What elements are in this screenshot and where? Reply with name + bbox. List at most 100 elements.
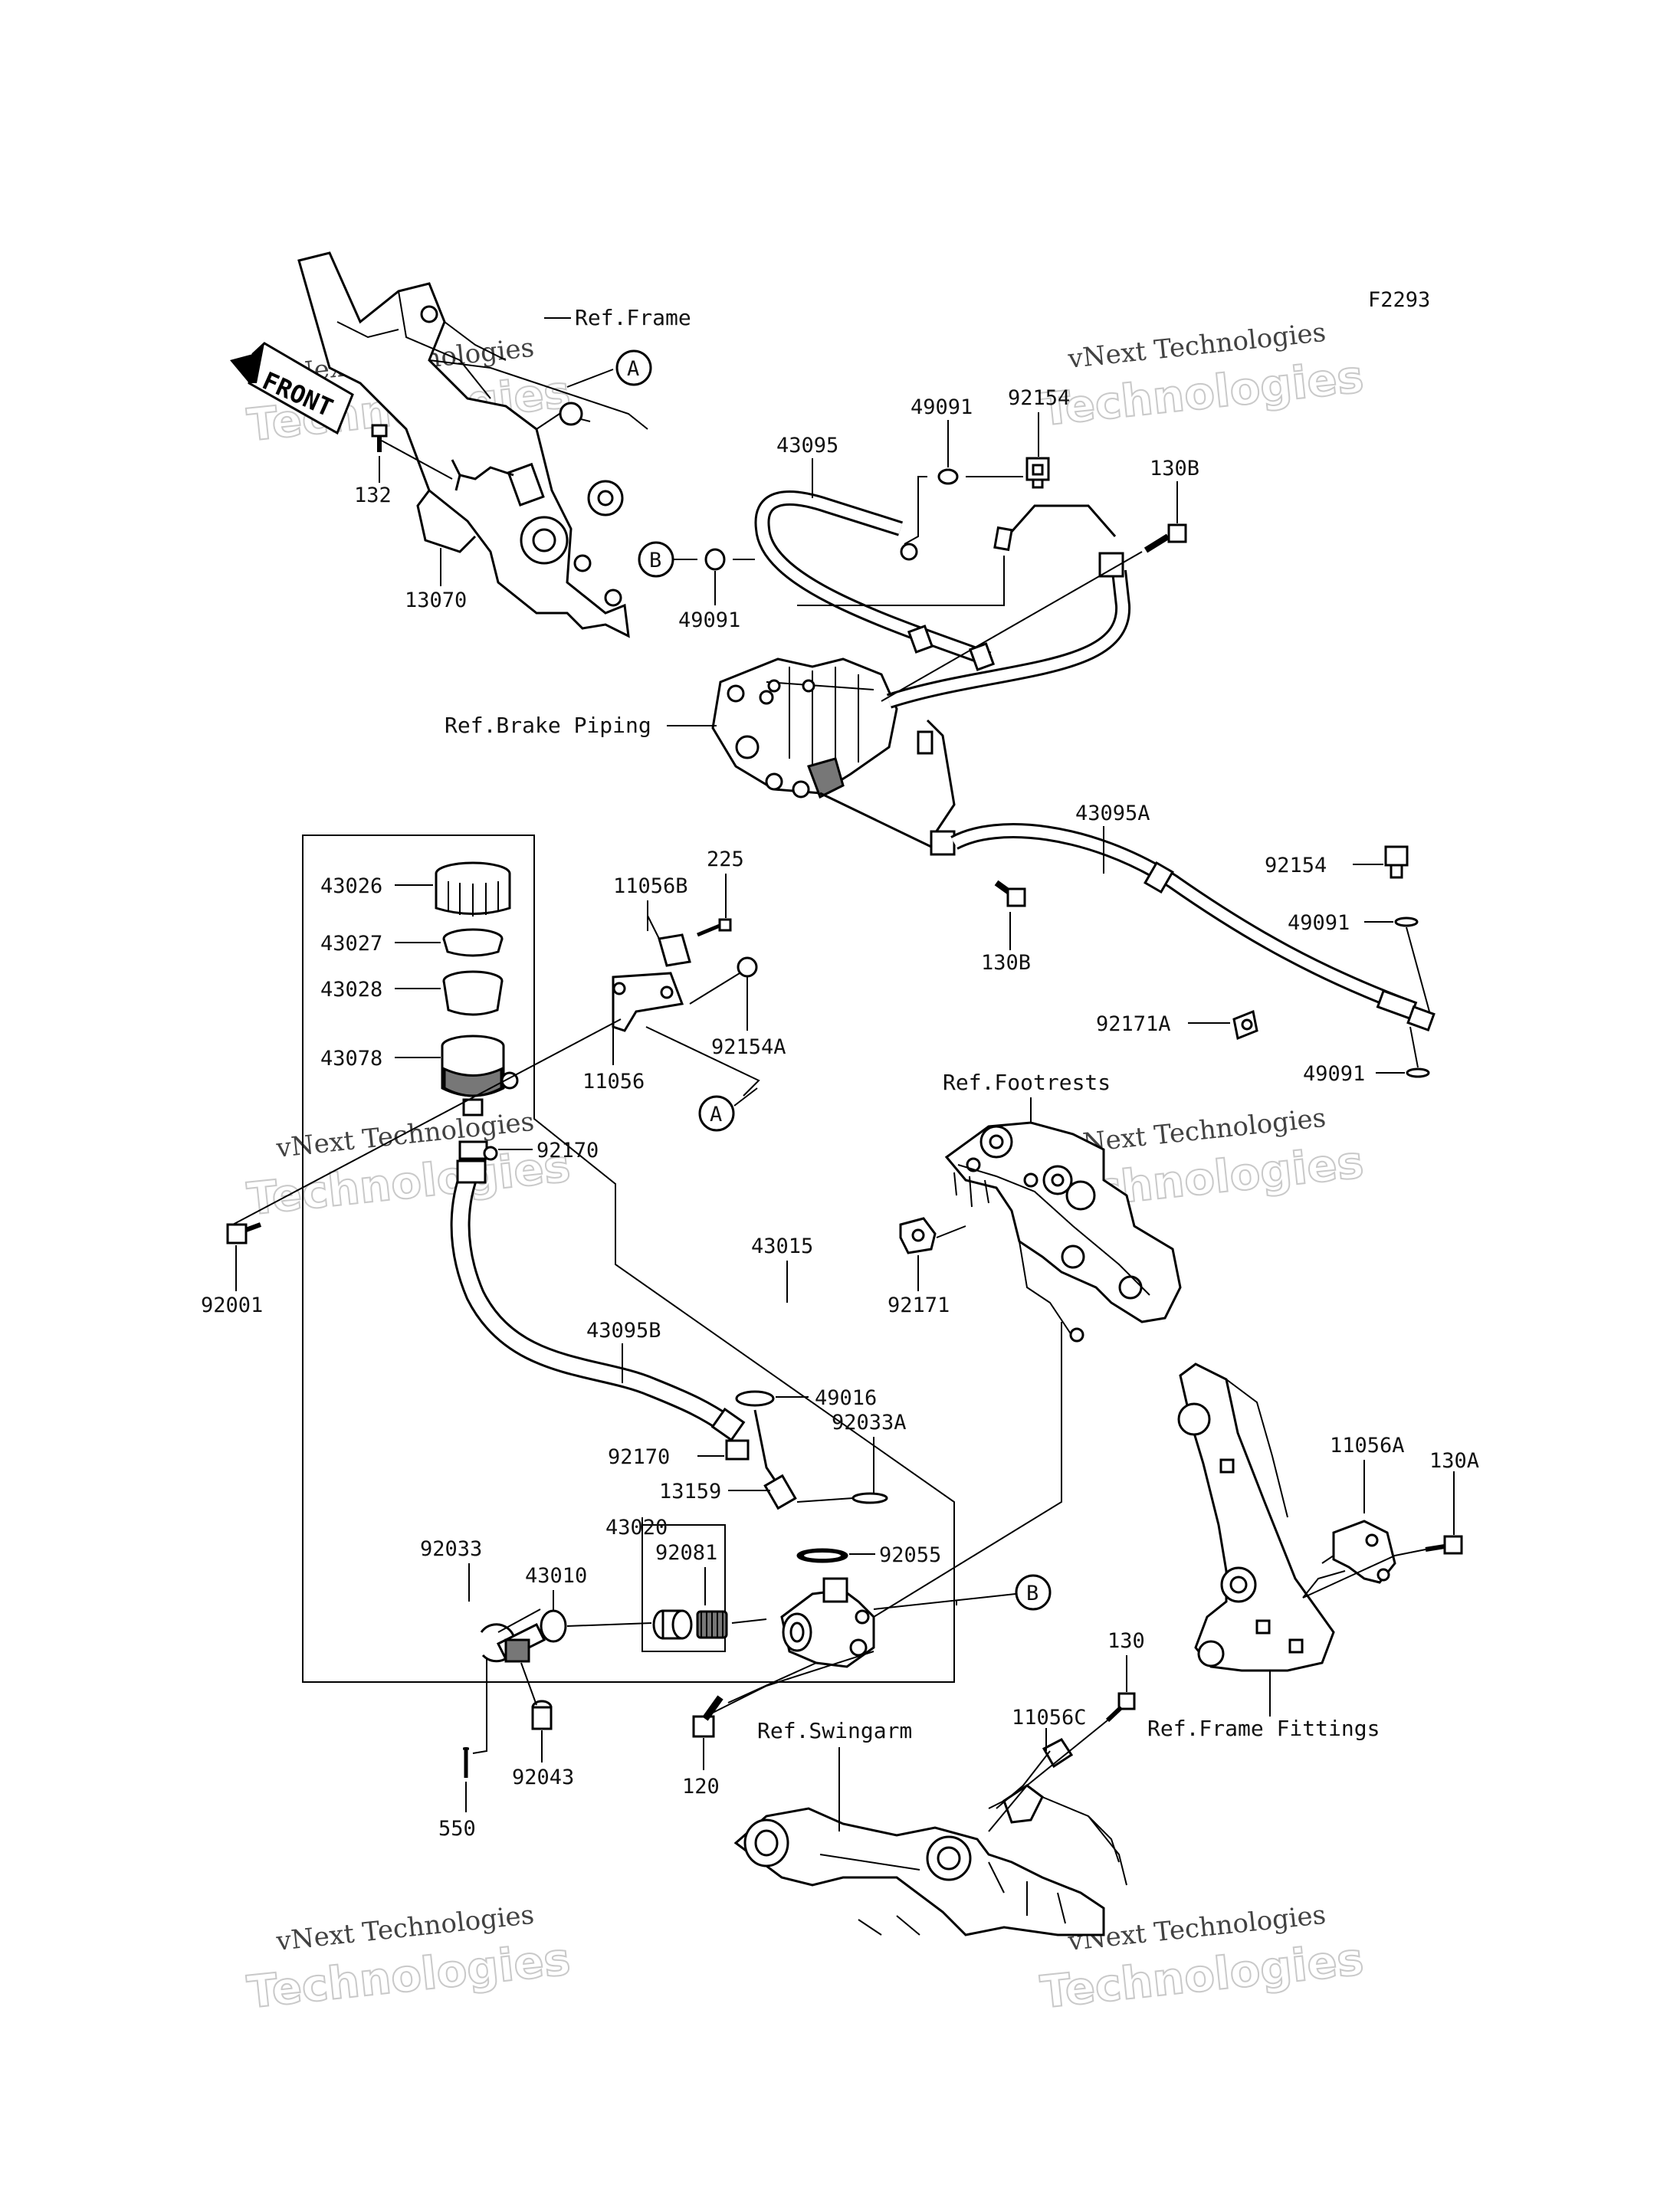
part-label-43027: 43027 xyxy=(320,932,382,956)
bolt-130b-top xyxy=(1144,523,1187,553)
footrest-reference-drawing xyxy=(944,1121,1182,1343)
spring-92081 xyxy=(696,1610,728,1639)
part-label-43095b: 43095B xyxy=(586,1319,661,1343)
part-label-11056a: 11056A xyxy=(1330,1434,1405,1458)
bolt-130b-mid xyxy=(994,880,1026,907)
diagram-code: F2293 xyxy=(1368,288,1430,312)
part-label-92171: 92171 xyxy=(888,1294,950,1317)
part-label-130: 130 xyxy=(1107,1629,1145,1653)
frame-reference-drawing xyxy=(297,251,648,638)
clamp-92171 xyxy=(899,1217,937,1254)
part-label-49091-top: 49091 xyxy=(911,395,973,419)
callout-a-top-label: A xyxy=(627,357,639,381)
clamp-92170-top xyxy=(458,1140,498,1161)
master-cylinder-body xyxy=(780,1577,875,1668)
part-label-92154a: 92154A xyxy=(711,1035,786,1059)
part-label-43015: 43015 xyxy=(751,1235,813,1258)
part-label-92033: 92033 xyxy=(420,1537,482,1561)
callout-b-low-label: B xyxy=(1026,1582,1039,1605)
banjo-bolt-92154-top xyxy=(1025,457,1050,489)
ref-frame: Ref.Frame xyxy=(575,305,691,330)
part-label-92081: 92081 xyxy=(655,1541,717,1565)
callout-b-top-label: B xyxy=(649,549,661,572)
bracket-11056 xyxy=(612,972,684,1032)
bracket-11056a xyxy=(1302,1520,1396,1599)
watermark-top-right: vNext Technologies Technologies xyxy=(1037,317,1367,437)
part-label-132: 132 xyxy=(354,484,392,507)
part-label-43095: 43095 xyxy=(776,434,838,457)
assembly-43015-outline xyxy=(302,835,955,1683)
piston-43020 xyxy=(652,1609,693,1640)
diaphragm-plate-43027 xyxy=(442,928,504,957)
part-label-43078: 43078 xyxy=(320,1047,382,1071)
cotter-pin-550 xyxy=(463,1747,469,1778)
part-label-120: 120 xyxy=(682,1775,720,1799)
hose-43095a xyxy=(950,823,1436,1032)
part-label-43028: 43028 xyxy=(320,978,382,1002)
screw-225 xyxy=(697,918,732,937)
part-label-92170-top: 92170 xyxy=(536,1139,599,1162)
callout-a-top xyxy=(615,349,652,386)
bolt-92001 xyxy=(226,1222,262,1244)
part-label-49091-left: 49091 xyxy=(678,608,740,632)
fitting-13159 xyxy=(753,1409,797,1510)
part-label-92055: 92055 xyxy=(879,1543,941,1567)
ref-frame-fittings: Ref.Frame Fittings xyxy=(1147,1716,1380,1741)
washer-49091-top xyxy=(937,468,959,485)
part-label-92171a: 92171A xyxy=(1096,1012,1171,1036)
washer-49091-left xyxy=(704,548,726,571)
watermark-mid-left: vNext Technologies Technologies xyxy=(244,1107,573,1226)
pushrod-43010 xyxy=(496,1609,567,1663)
pin-92043 xyxy=(531,1700,553,1730)
callout-a-mid-label: A xyxy=(710,1103,722,1126)
washer-49091-r2 xyxy=(1406,1067,1430,1078)
part-label-11056b: 11056B xyxy=(613,874,688,898)
part-label-43010: 43010 xyxy=(525,1564,587,1588)
part-label-92043: 92043 xyxy=(512,1766,574,1789)
ref-swingarm: Ref.Swingarm xyxy=(757,1718,912,1743)
hose-43095b xyxy=(450,1159,746,1442)
o-ring-92033a xyxy=(851,1492,888,1504)
bolt-130a xyxy=(1425,1535,1463,1555)
ref-brake-piping: Ref.Brake Piping xyxy=(445,713,651,738)
part-label-550: 550 xyxy=(438,1817,476,1841)
part-label-130b-mid: 130B xyxy=(981,951,1031,975)
diaphragm-43028 xyxy=(442,970,504,1016)
part-label-11056c: 11056C xyxy=(1012,1706,1087,1730)
part-label-92001: 92001 xyxy=(201,1294,263,1317)
reservoir-cap-43026 xyxy=(435,861,511,917)
banjo-bolt-92154-right xyxy=(1384,845,1409,879)
part-label-92154-right: 92154 xyxy=(1265,854,1327,877)
circlip-49016 xyxy=(735,1390,775,1407)
part-label-49016: 49016 xyxy=(815,1386,877,1410)
hose-43095 xyxy=(754,490,1131,709)
ref-footrests: Ref.Footrests xyxy=(943,1070,1111,1095)
part-label-130a: 130A xyxy=(1429,1449,1479,1473)
part-label-43095a: 43095A xyxy=(1075,802,1150,825)
bolt-92154a xyxy=(737,956,758,1031)
piston-kit-43020-box xyxy=(641,1524,726,1652)
part-label-11056: 11056 xyxy=(582,1070,645,1094)
clamp-92170-low xyxy=(725,1439,750,1461)
clip-13070 xyxy=(416,459,514,553)
part-label-43026: 43026 xyxy=(320,874,382,898)
swingarm-reference-drawing xyxy=(733,1784,1127,1936)
part-label-43020: 43020 xyxy=(605,1516,668,1540)
bracket-11056c xyxy=(996,1738,1074,1809)
brake-pipe-lower xyxy=(819,719,956,856)
part-label-225: 225 xyxy=(707,848,744,871)
bolt-130 xyxy=(1105,1692,1136,1723)
brake-pipe-top xyxy=(993,504,1124,578)
frame-fittings-reference-drawing xyxy=(1177,1362,1335,1672)
washer-49091-r1 xyxy=(1394,917,1419,927)
bolt-120 xyxy=(692,1695,724,1738)
part-label-13159: 13159 xyxy=(659,1480,721,1503)
reservoir-43078 xyxy=(441,1035,519,1117)
part-label-92170-low: 92170 xyxy=(608,1445,670,1469)
part-label-92154-top: 92154 xyxy=(1008,386,1070,410)
abs-modulator-unit xyxy=(711,657,898,799)
part-label-130b-top: 130B xyxy=(1150,457,1199,480)
part-label-92033a: 92033A xyxy=(832,1411,907,1435)
bolt-132 xyxy=(371,424,388,452)
